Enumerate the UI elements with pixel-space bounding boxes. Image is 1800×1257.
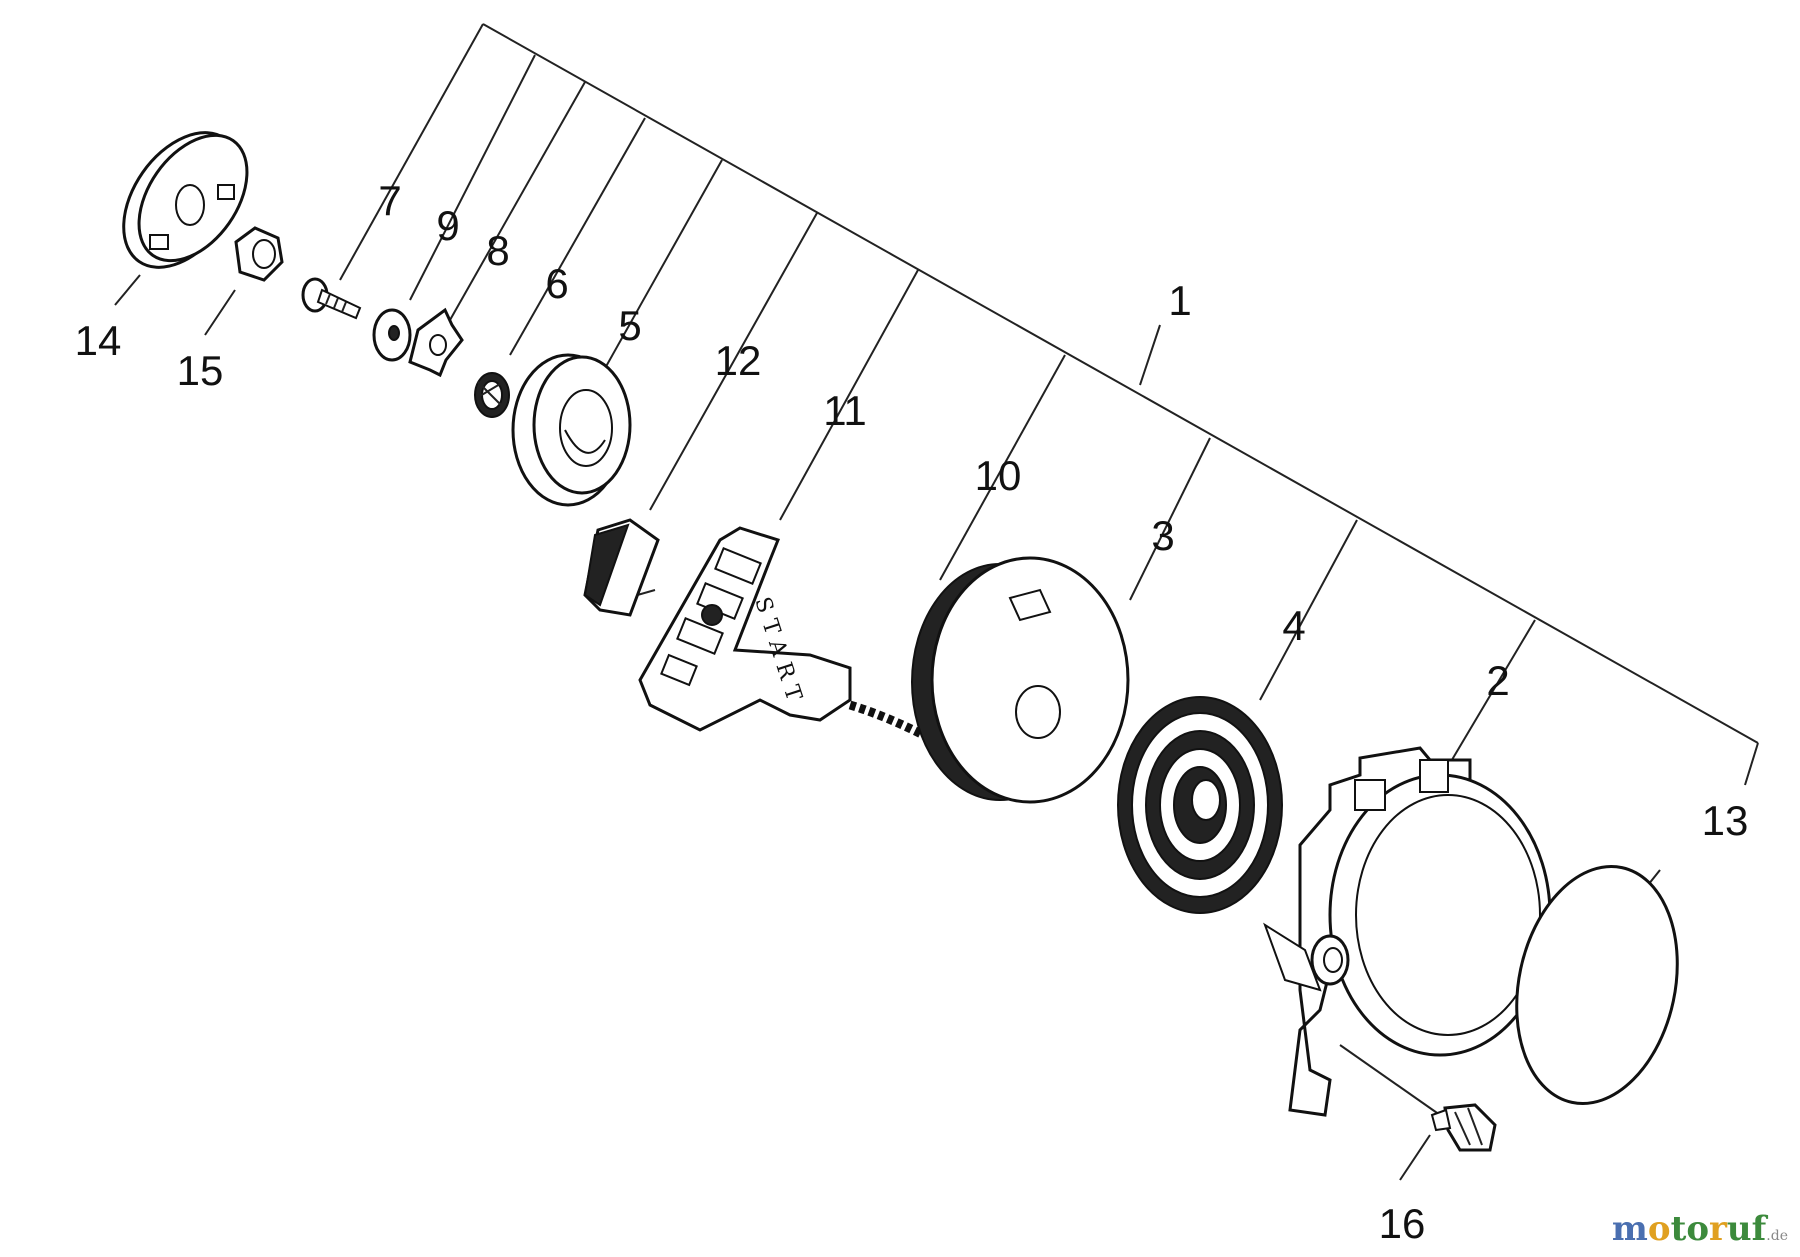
watermark-letter: u xyxy=(1726,1209,1752,1249)
callout-13: 13 xyxy=(1702,797,1749,844)
callout-8: 8 xyxy=(486,227,509,274)
callout-10: 10 xyxy=(975,452,1022,499)
assembly-bracket-line xyxy=(339,23,1759,786)
watermark-letter: f xyxy=(1751,1209,1767,1249)
part-13-gasket xyxy=(1515,865,1679,1105)
watermark-letter: t xyxy=(1670,1209,1687,1249)
part-11-handle: START xyxy=(638,526,852,732)
callout-4: 4 xyxy=(1282,602,1305,649)
watermark-letter: r xyxy=(1709,1209,1727,1249)
part-10-rope xyxy=(848,700,963,759)
part-14-flange xyxy=(122,131,249,269)
part-5-pulley-hub xyxy=(511,353,632,507)
callout-11: 11 xyxy=(823,387,867,434)
watermark-letter: o xyxy=(1647,1209,1671,1249)
part-7-screw xyxy=(301,277,362,320)
watermark-text: motoruf xyxy=(1612,1209,1766,1249)
callout-16: 16 xyxy=(1379,1200,1426,1247)
part-12-insert xyxy=(583,518,660,617)
callout-3: 3 xyxy=(1151,512,1174,559)
watermark-suffix: .de xyxy=(1766,1228,1788,1244)
part-16-bolt xyxy=(1430,1103,1497,1152)
part-3-rope-pulley xyxy=(911,556,1130,804)
callout-5: 5 xyxy=(618,302,641,349)
callout-6: 6 xyxy=(545,260,568,307)
callout-7: 7 xyxy=(378,177,401,224)
part-9-washer xyxy=(372,308,412,362)
callout-1: 1 xyxy=(1168,277,1191,324)
callout-labels: 1 2 3 4 5 6 7 8 9 10 11 12 13 14 15 16 xyxy=(75,177,1749,1247)
watermark-logo: motoruf.de xyxy=(1612,1209,1788,1249)
watermark-letter: m xyxy=(1611,1209,1648,1249)
callout-15: 15 xyxy=(177,347,224,394)
part-15-nut xyxy=(234,226,284,282)
part-8-ratchet xyxy=(408,307,464,378)
callout-9: 9 xyxy=(436,202,459,249)
watermark-letter: o xyxy=(1686,1209,1709,1249)
callout-14: 14 xyxy=(75,317,122,364)
part-4-recoil-spring xyxy=(1117,696,1283,914)
part-2-housing xyxy=(1263,746,1552,1117)
callout-2: 2 xyxy=(1486,657,1509,704)
part-6-spring xyxy=(474,372,510,418)
callout-12: 12 xyxy=(715,337,762,384)
